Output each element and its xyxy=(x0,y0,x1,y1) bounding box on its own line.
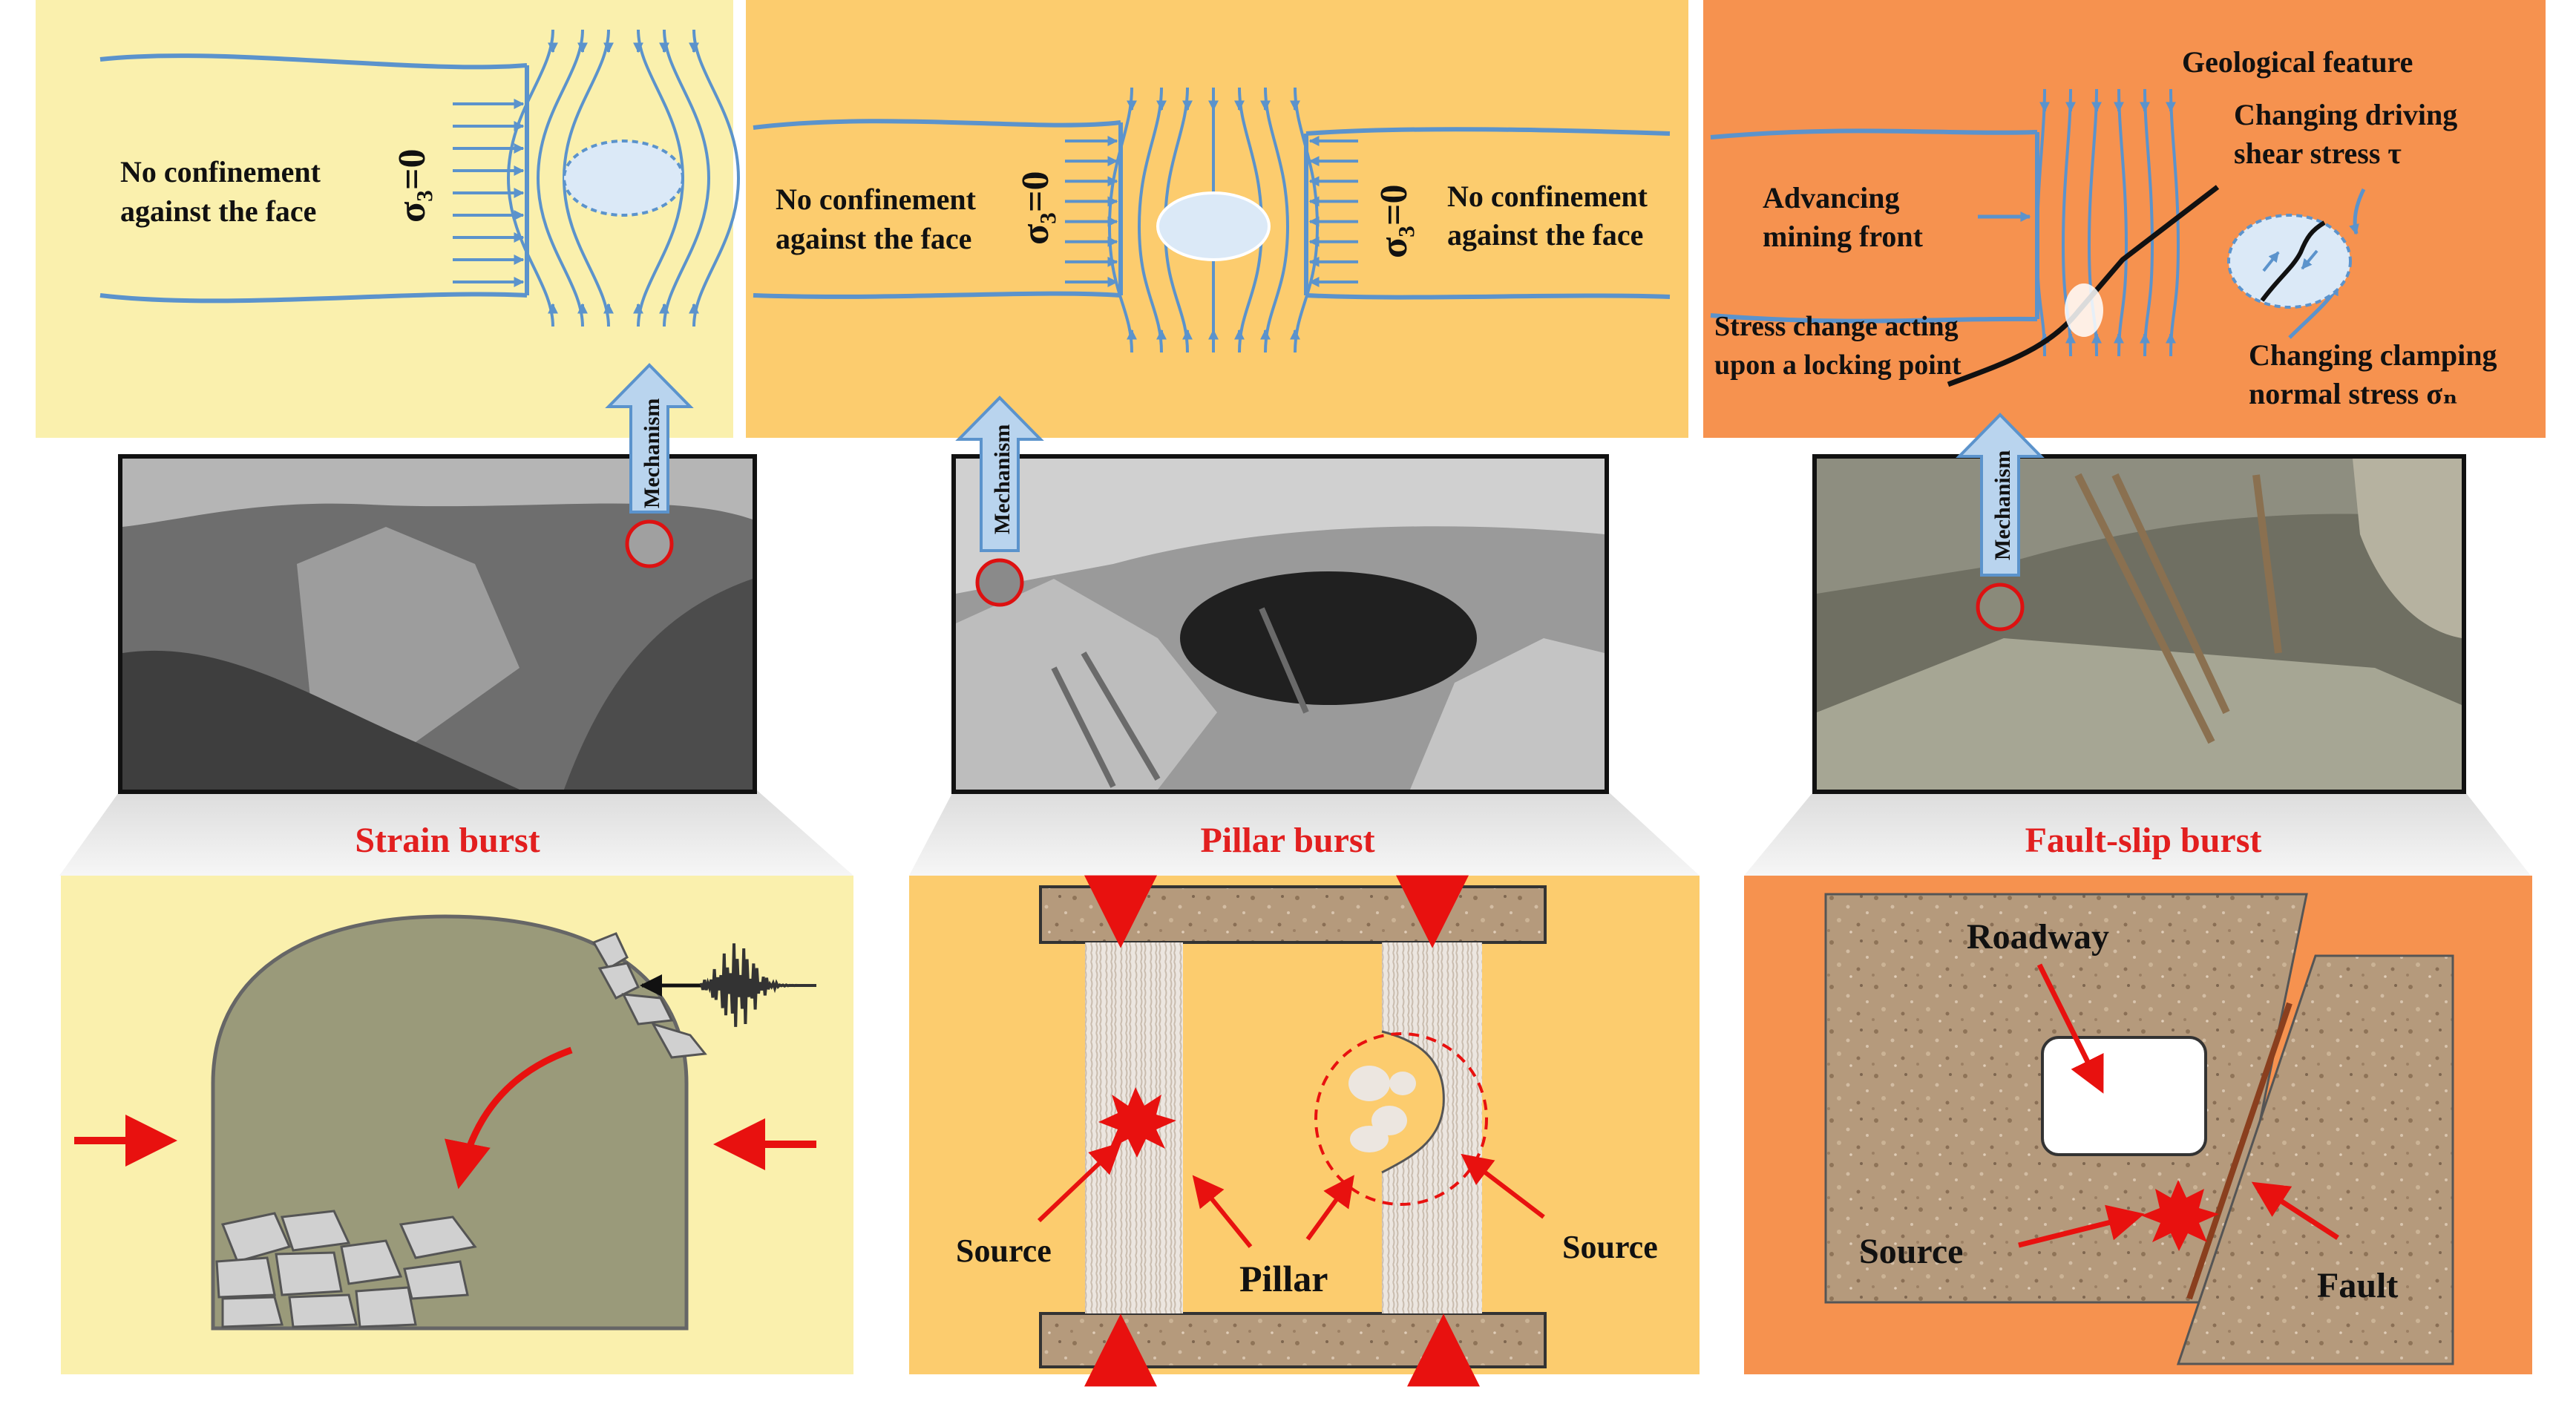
strain-mechanism-arrow: Mechanism xyxy=(605,363,694,514)
rock-debris-pile xyxy=(215,1210,477,1328)
fault-slip-burst-title: Fault-slip burst xyxy=(2025,821,2262,860)
zoom-fan-pillar xyxy=(909,790,1700,876)
fault-locking-line2: upon a locking point xyxy=(1714,350,1962,381)
ejected-rock-fragments xyxy=(591,932,707,1059)
stress-trajectory xyxy=(536,29,584,327)
stress-trajectory xyxy=(663,29,711,327)
fault-source-label: Source xyxy=(1859,1232,1963,1271)
stress-trajectory xyxy=(2035,88,2046,357)
pillar-burst-diagram: Source Pillar Source xyxy=(909,875,1700,1387)
pillar-sigma-left: σ₃=0 xyxy=(1015,171,1057,245)
fault-slip-burst-photo xyxy=(1812,454,2466,794)
strain-confinement-line1: No confinement xyxy=(120,155,321,188)
fault-mechanism-panel: Geological feature Advancing mining fron… xyxy=(1703,0,2546,438)
pillar-burst-photo xyxy=(951,454,1609,794)
fault-mechanism-arrow: Mechanism xyxy=(1956,413,2045,577)
stress-trajectory xyxy=(1107,87,1133,353)
pillar-source-burst-icon xyxy=(1098,1087,1176,1158)
fault-locking-line1: Stress change acting xyxy=(1714,311,1959,342)
fault-shear-line2: shear stress τ xyxy=(2234,137,2402,170)
strain-burst-diagram xyxy=(61,876,853,1374)
pillar-right-confinement-line2: against the face xyxy=(1447,218,1643,252)
fault-slip-burst-diagram: Roadway Source Fault xyxy=(1744,876,2532,1374)
strain-mechanism-label: Mechanism xyxy=(640,398,664,508)
stress-trajectory xyxy=(1294,87,1320,353)
fault-label: Fault xyxy=(2317,1266,2398,1305)
fault-advancing-line1: Advancing xyxy=(1763,181,1900,214)
stress-trajectory xyxy=(2117,88,2128,357)
pillar-sigma-right: σ₃=0 xyxy=(1373,184,1415,258)
fault-clamping-line1: Changing clamping xyxy=(2249,338,2497,372)
pillar-source-left-label: Source xyxy=(956,1233,1052,1269)
pillar-left-confinement-line1: No confinement xyxy=(776,183,977,216)
strain-face-stress-arrows xyxy=(453,99,525,287)
pillar-source-right-label: Source xyxy=(1562,1229,1658,1265)
roadway-label: Roadway xyxy=(1967,917,2109,957)
stress-trajectory xyxy=(692,29,741,327)
zoom-fan-strain xyxy=(59,790,853,876)
stress-trajectory xyxy=(2169,88,2180,357)
stress-trajectory xyxy=(2143,88,2154,357)
stress-trajectory xyxy=(1264,87,1290,353)
pillar-right-confinement-line1: No confinement xyxy=(1447,180,1648,213)
pillar-mechanism-panel: No confinement against the face No confi… xyxy=(746,0,1688,438)
fault-geological-label: Geological feature xyxy=(2182,45,2413,79)
strain-burst-title: Strain burst xyxy=(355,821,540,860)
fault-advancing-line2: mining front xyxy=(1763,220,1924,253)
seismic-waveform xyxy=(700,943,816,1027)
pillar-label: Pillar xyxy=(1239,1258,1328,1299)
strain-sigma-label: σ₃=0 xyxy=(391,148,433,223)
pillar-left-confinement-line2: against the face xyxy=(776,222,971,255)
fault-mechanism-label: Mechanism xyxy=(1990,450,2015,560)
zoom-fan-fault xyxy=(1744,790,2531,876)
fault-shear-line1: Changing driving xyxy=(2234,98,2457,131)
pillar-stress-trajectories xyxy=(1107,87,1320,353)
pillar-burst-title: Pillar burst xyxy=(1200,821,1374,860)
pillar-mechanism-label: Mechanism xyxy=(990,424,1015,534)
stress-trajectory xyxy=(1137,87,1163,353)
fault-source-burst-icon xyxy=(2141,1180,2219,1251)
strain-mechanism-panel: No confinement against the face σ₃=0 xyxy=(36,0,741,438)
stress-trajectory xyxy=(506,29,554,327)
pillar-mechanism-arrow: Mechanism xyxy=(955,396,1044,552)
strain-burst-photo xyxy=(118,454,757,794)
fault-clamping-line2: normal stress σₙ xyxy=(2249,377,2458,410)
strain-confinement-line2: against the face xyxy=(120,194,316,228)
